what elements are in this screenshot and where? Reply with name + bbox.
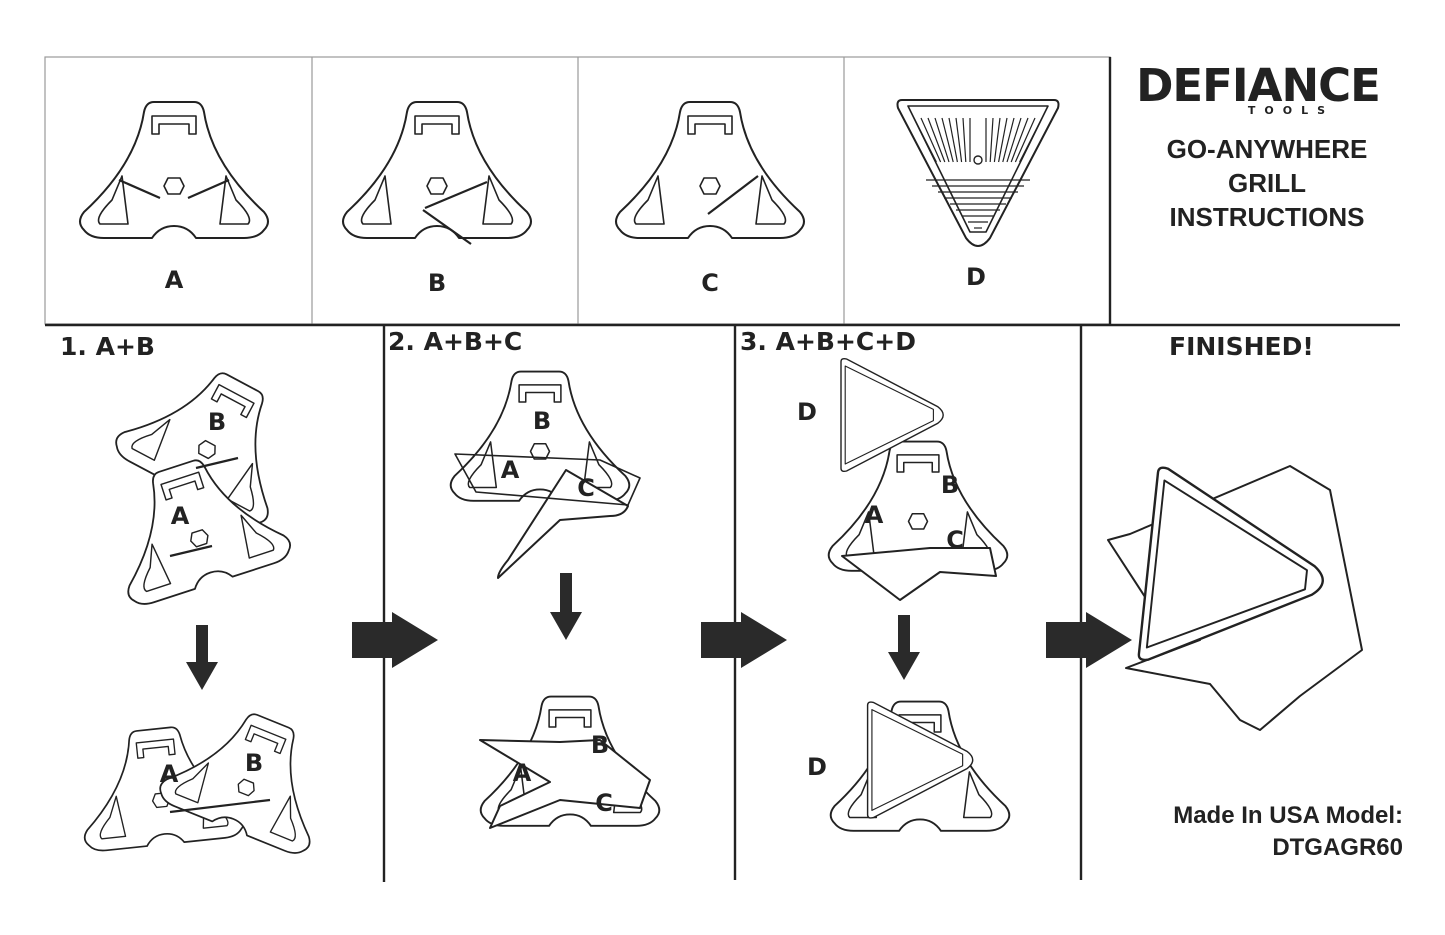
finished-title: FINISHED! (1169, 332, 1314, 361)
step3-to-finished-arrow (1046, 612, 1132, 668)
model-info: Made In USA Model: DTGAGR60 (1143, 800, 1403, 864)
part-a-drawing (79, 101, 269, 239)
step1-label-a-bottom: A (160, 760, 179, 788)
model-line2: DTGAGR60 (1272, 834, 1403, 861)
product-title-line1: GO-ANYWHERE (1166, 134, 1368, 164)
step3-upper-assembly (827, 357, 1009, 601)
part-c-label: C (701, 269, 719, 297)
step1-upper-assembly (94, 342, 319, 610)
part-b-label: B (428, 269, 446, 297)
step3-title: 3. A+B+C+D (740, 327, 916, 356)
finished-grill (1107, 465, 1363, 731)
step2-label-b-bottom: B (591, 731, 609, 759)
step2-label-a-top: A (501, 456, 520, 484)
brand-sub: TOOLS (1243, 104, 1334, 117)
step1-down-arrow (186, 625, 218, 690)
step1-label-a-top: A (171, 502, 190, 530)
step2-label-b-top: B (533, 407, 551, 435)
step2-lower-assembly (479, 695, 661, 829)
product-title-line2: GRILL (1228, 168, 1306, 198)
step1-to-step2-arrow (352, 612, 438, 668)
step2-to-step3-arrow (701, 612, 787, 668)
step2-label-c-bottom: C (595, 789, 613, 817)
part-a-label: A (165, 266, 184, 294)
step1-label-b-top: B (208, 408, 226, 436)
step3-label-c: C (946, 526, 964, 554)
product-title: GO-ANYWHERE GRILL INSTRUCTIONS (1122, 132, 1412, 234)
step3-label-d-top: D (797, 398, 817, 426)
step1-lower-assembly (73, 690, 348, 860)
model-line1: Made In USA Model: (1173, 802, 1403, 829)
part-d-label: D (966, 263, 986, 291)
step2-down-arrow (550, 573, 582, 640)
step2-label-a-bottom: A (513, 759, 532, 787)
step2-label-c-top: C (577, 474, 595, 502)
step3-label-a: A (865, 501, 884, 529)
step3-label-b: B (941, 471, 959, 499)
brand-logo: DEFIANCE TOOLS (1126, 62, 1390, 120)
part-b-drawing (342, 101, 532, 245)
brand-name: DEFIANCE (1136, 59, 1381, 112)
step3-lower-assembly (829, 700, 1011, 832)
step3-down-arrow (888, 615, 920, 680)
step2-title: 2. A+B+C (388, 327, 523, 356)
part-d-grate-lines (913, 117, 1043, 229)
step1-title: 1. A+B (60, 332, 155, 361)
part-c-drawing (615, 101, 805, 239)
product-title-line3: INSTRUCTIONS (1169, 202, 1365, 232)
step3-label-d-bottom: D (807, 753, 827, 781)
step2-upper-assembly (449, 370, 641, 579)
step1-label-b-bottom: B (245, 749, 263, 777)
part-d-drawing (896, 99, 1060, 247)
